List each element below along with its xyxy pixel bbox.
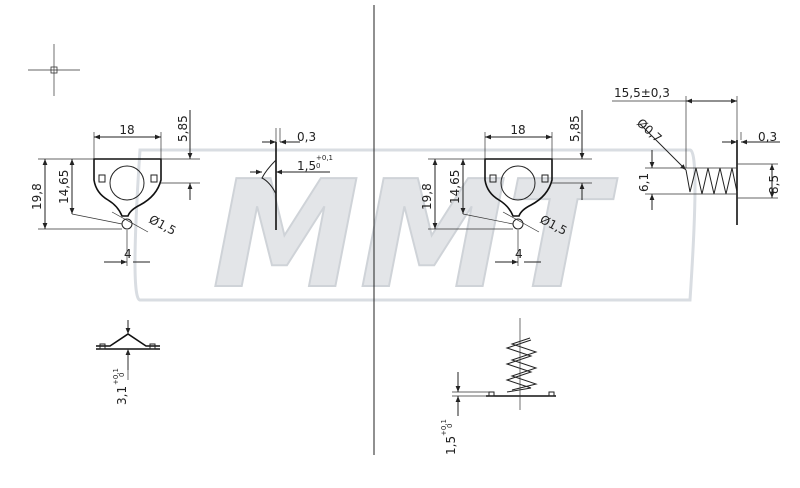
left-bottom-tol-low: 0 — [118, 373, 126, 377]
left-thickness-label: 0,3 — [297, 130, 316, 144]
left-bottom-view: 3,1 +0,1 0 — [96, 320, 160, 405]
right-wire-label: Ø0,7 — [634, 116, 665, 145]
left-side-view: 0,3 1,5 +0,1 0 — [250, 128, 333, 230]
right-bottom-height-label: 1,5 — [444, 436, 458, 455]
left-contact-plate: 18 5,85 19,8 14,65 Ø1,5 4 — [30, 110, 200, 266]
right-spring-inner-label: 6,1 — [637, 173, 651, 192]
crosshair-icon — [28, 44, 80, 96]
left-top-label: 5,85 — [176, 115, 190, 142]
right-contact-plate: 18 5,85 19,8 14,65 Ø1,5 4 — [420, 110, 592, 266]
left-protrusion-tol-low: 0 — [316, 162, 320, 170]
right-offset-label: 4 — [515, 247, 523, 261]
right-spring-length-label: 15,5±0,3 — [614, 86, 670, 100]
left-inner-height-label: 14,65 — [57, 170, 71, 204]
right-top-label: 5,85 — [568, 115, 582, 142]
left-protrusion-tol: +0,1 — [316, 154, 333, 162]
right-bottom-tol-low: 0 — [446, 424, 454, 428]
right-width-label: 18 — [510, 123, 525, 137]
right-bottom-spring-view: 1,5 +0,1 0 — [440, 318, 556, 455]
left-hole-label: Ø1,5 — [147, 212, 179, 238]
left-bottom-height-label: 3,1 — [115, 386, 129, 405]
watermark-logo: MMT — [133, 148, 697, 322]
left-protrusion-label: 1,5 — [297, 159, 316, 173]
right-inner-height-label: 14,65 — [448, 170, 462, 204]
right-height-label: 19,8 — [420, 183, 434, 210]
left-offset-label: 4 — [124, 247, 132, 261]
watermark-text: MMT — [212, 149, 618, 321]
left-width-label: 18 — [119, 123, 134, 137]
right-spring-outer-label: 8,5 — [767, 175, 781, 194]
right-spring-side-view: 15,5±0,3 Ø0,7 0,3 6,1 8,5 — [612, 86, 781, 225]
right-bottom-tol: +0,1 — [440, 419, 448, 436]
left-bottom-tol: +0,1 — [112, 368, 120, 385]
right-thickness-label: 0,3 — [758, 130, 777, 144]
left-height-label: 19,8 — [30, 183, 44, 210]
